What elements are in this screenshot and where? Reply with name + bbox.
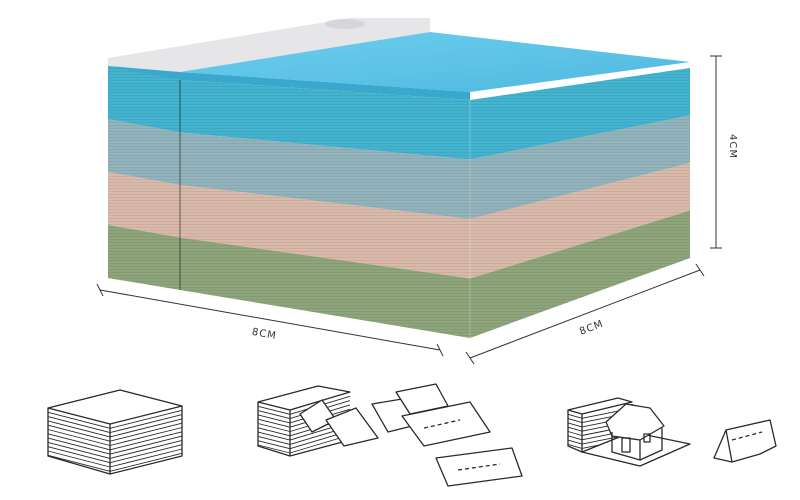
sketch-page-line	[257, 400, 351, 420]
dimension-width	[96, 283, 444, 357]
sketch-page-line	[47, 448, 183, 468]
top-face	[108, 32, 690, 92]
sketch-page-line	[257, 395, 351, 415]
notepad-block	[108, 18, 690, 338]
stacked-block-sketch	[47, 389, 183, 475]
height-label: 4CM	[727, 134, 738, 159]
torn-pages-sketch	[257, 383, 523, 487]
sketch-page-line	[47, 439, 183, 459]
top-face-front	[108, 60, 470, 100]
sketch-page-line	[47, 427, 183, 446]
right-page-texture	[180, 68, 690, 338]
sketch-page-line	[567, 407, 633, 419]
sketch-page-line	[47, 431, 183, 451]
dimension-depth	[465, 263, 705, 365]
sketch-page-line	[47, 422, 183, 442]
sketch-page-line	[257, 430, 351, 450]
cover-strip	[108, 18, 430, 72]
sketch-page-line	[47, 452, 183, 472]
sketch-page-line	[47, 444, 183, 464]
sketch-page-line	[47, 414, 183, 434]
cover-notch	[325, 19, 365, 29]
sketch-page-line	[257, 425, 351, 445]
sketch-page-line	[47, 409, 183, 429]
sketch-page-line	[257, 421, 351, 441]
sketch-page-line	[47, 418, 183, 438]
left-page-texture	[108, 66, 180, 290]
sketch-page-line	[567, 433, 633, 445]
house-popup-sketch	[567, 397, 777, 467]
width-label: 8CM	[251, 327, 278, 342]
depth-label: 8CM	[578, 318, 605, 337]
dimension-height	[710, 55, 722, 249]
sketch-page-line	[47, 435, 183, 455]
sketch-page-line	[257, 434, 351, 454]
